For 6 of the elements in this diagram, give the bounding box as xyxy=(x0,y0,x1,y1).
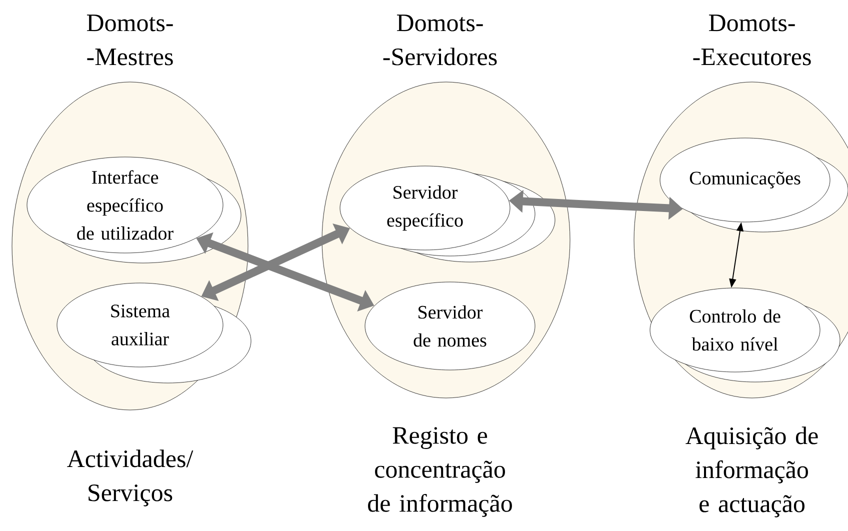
node-label: Domots- -Servidores xyxy=(383,14,497,66)
node-label: Actividades/ Serviços xyxy=(67,450,194,506)
node-label: Registo e concentração de informação xyxy=(368,427,512,517)
node-label: Domots- -Mestres xyxy=(86,14,173,66)
node-label: Aquisição de informação e actuação xyxy=(686,426,818,518)
node-label: Domots- -Executores xyxy=(693,14,811,66)
